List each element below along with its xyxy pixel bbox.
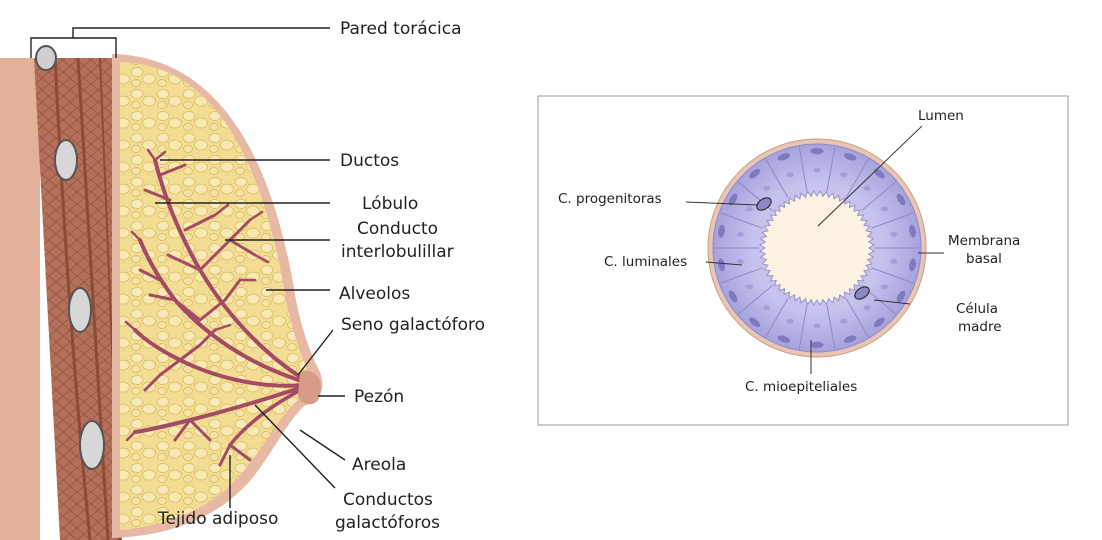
label-lactiferous-ducts-line1: Conductos — [343, 490, 433, 510]
label-lumen: Lumen — [918, 108, 964, 124]
label-nipple: Pezón — [354, 387, 404, 407]
label-chest-wall: Pared torácica — [340, 19, 461, 39]
label-stem-cell-line1: Célula — [956, 301, 998, 317]
label-basement-membrane-line2: basal — [966, 251, 1002, 267]
label-lactiferous-ducts-line2: galactóforos — [335, 513, 440, 533]
label-lobule: Lóbulo — [362, 194, 418, 214]
label-lactiferous-sinus: Seno galactóforo — [341, 315, 485, 335]
acinus-diagram — [708, 139, 926, 357]
label-alveoli: Alveolos — [339, 284, 410, 304]
label-ducts: Ductos — [340, 151, 399, 171]
label-myoepithelial-cells: C. mioepiteliales — [745, 379, 857, 395]
label-areola: Areola — [352, 455, 406, 475]
label-luminal-cells: C. luminales — [604, 254, 687, 270]
chest-skin — [0, 58, 40, 540]
label-stem-cell-line2: madre — [958, 319, 1002, 335]
breast-diagram — [0, 46, 322, 540]
label-progenitor-cells: C. progenitoras — [558, 191, 662, 207]
label-basement-membrane-line1: Membrana — [948, 233, 1020, 249]
label-interlobular-duct-line1: Conducto — [357, 219, 438, 239]
label-adipose-tissue: Tejido adiposo — [157, 509, 278, 529]
label-interlobular-duct-line2: interlobulillar — [341, 242, 454, 262]
